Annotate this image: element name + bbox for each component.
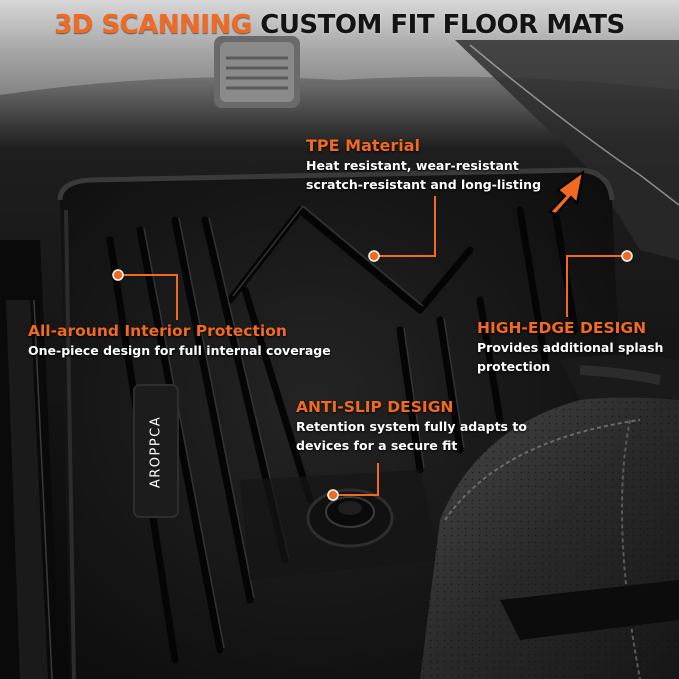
page-title: 3D SCANNING CUSTOM FIT FLOOR MATS xyxy=(0,10,679,40)
feature-anti-slip-design: ANTI-SLIP DESIGN Retention system fully … xyxy=(296,397,527,455)
arrow-up-right-icon xyxy=(548,169,585,216)
feature-description: Provides additional splash protection xyxy=(477,340,664,374)
feature-tpe-material: TPE Material Heat resistant, wear-resist… xyxy=(306,136,541,194)
feature-heading: All-around Interior Protection xyxy=(28,322,287,340)
brand-logo: AROPPCA xyxy=(140,393,172,511)
feature-description: Retention system fully adapts to devices… xyxy=(296,419,527,453)
feature-heading: TPE Material xyxy=(306,136,421,155)
feature-high-edge-design: HIGH-EDGE DESIGN Provides additional spl… xyxy=(477,318,663,376)
feature-interior-protection: All-around Interior Protection One-piece… xyxy=(28,321,331,360)
callout-dot-icon xyxy=(112,250,633,501)
title-accent: 3D SCANNING xyxy=(54,10,252,40)
brand-logo-text: AROPPCA xyxy=(148,415,164,489)
feature-description: Heat resistant, wear-resistant scratch-r… xyxy=(306,158,542,192)
feature-heading: HIGH-EDGE DESIGN xyxy=(477,319,647,337)
feature-heading: ANTI-SLIP DESIGN xyxy=(296,398,454,416)
feature-description: One-piece design for full internal cover… xyxy=(28,343,331,358)
title-rest: CUSTOM FIT FLOOR MATS xyxy=(260,10,625,40)
brake-pedal xyxy=(214,36,300,108)
